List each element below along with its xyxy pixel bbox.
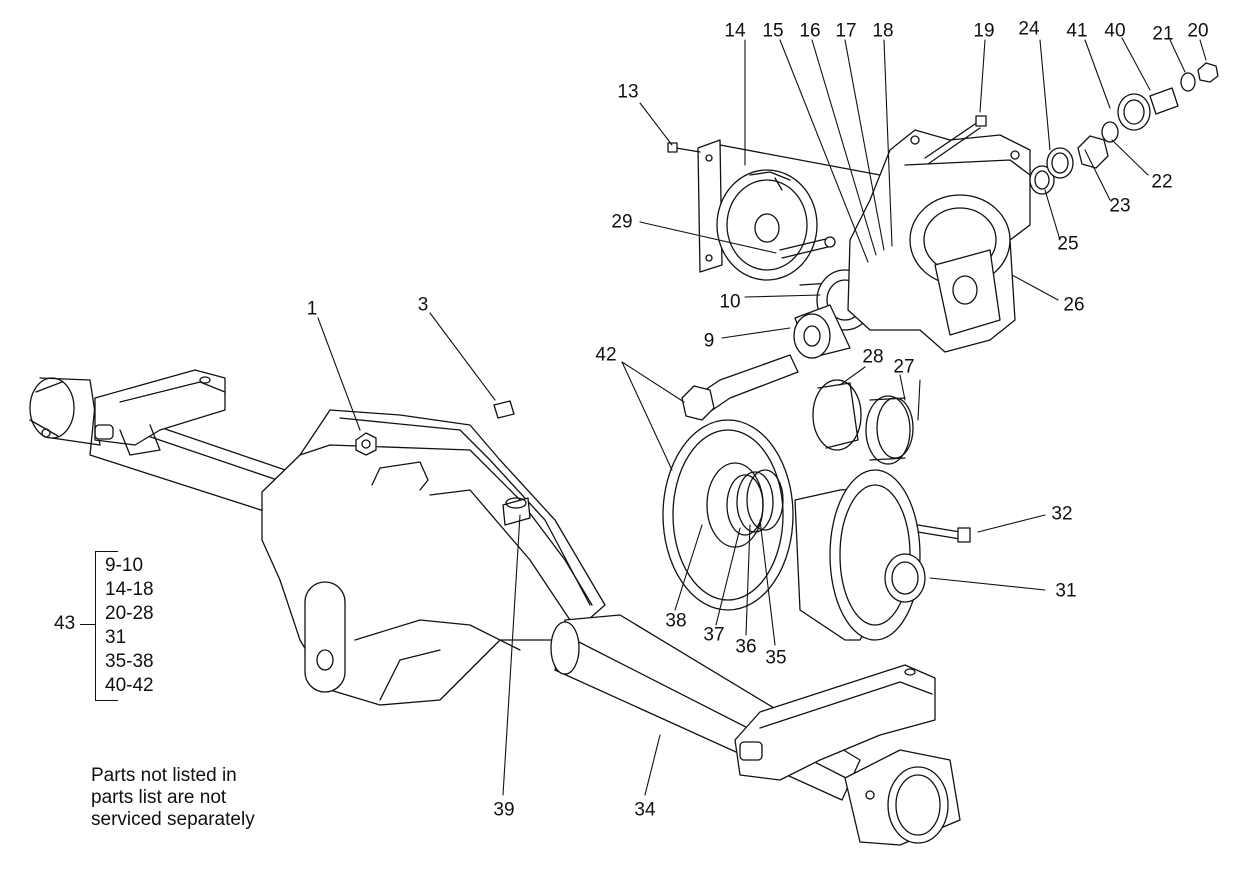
callout-22: 22 [1151, 171, 1173, 193]
kit-item: 14-18 [105, 579, 154, 600]
callout-19: 19 [973, 20, 995, 42]
carrier-assembly [667, 62, 1219, 465]
callout-42: 42 [595, 344, 617, 366]
callout-15: 15 [762, 20, 784, 42]
callout-28: 28 [862, 346, 884, 368]
callout-17: 17 [835, 20, 857, 42]
kit-contents-list: 9-10 14-18 20-28 31 35-38 40-42 [105, 554, 154, 698]
kit-item: 20-28 [105, 603, 154, 624]
leader-lines [317, 37, 1207, 796]
kit-item: 35-38 [105, 651, 154, 672]
kit-bracket-tick [80, 624, 95, 625]
callout-13: 13 [617, 81, 639, 103]
kit-item: 40-42 [105, 675, 154, 696]
callout-18: 18 [872, 20, 894, 42]
callout-36: 36 [735, 636, 757, 658]
callout-40: 40 [1104, 20, 1126, 42]
callout-21: 21 [1152, 23, 1174, 45]
callout-34: 34 [634, 799, 656, 821]
kit-number: 43 [54, 613, 76, 634]
callout-25: 25 [1057, 233, 1079, 255]
callout-1: 1 [306, 298, 318, 320]
service-note-line: serviced separately [91, 809, 255, 830]
kit-item: 9-10 [105, 555, 144, 576]
callout-9: 9 [703, 330, 715, 352]
callout-35: 35 [765, 647, 787, 669]
callout-23: 23 [1109, 195, 1131, 217]
callout-39: 39 [493, 799, 515, 821]
callout-27: 27 [893, 356, 915, 378]
service-note-line: parts list are not [91, 787, 227, 808]
kit-item: 31 [105, 627, 127, 648]
callout-24: 24 [1018, 18, 1040, 40]
callout-14: 14 [724, 20, 746, 42]
callout-32: 32 [1051, 503, 1073, 525]
callout-38: 38 [665, 610, 687, 632]
callout-41: 41 [1066, 20, 1088, 42]
service-note: Parts not listed in parts list are not s… [91, 765, 311, 831]
callout-20: 20 [1187, 20, 1209, 42]
service-note-line: Parts not listed in [91, 765, 237, 786]
callout-16: 16 [799, 20, 821, 42]
axle-housing [29, 369, 961, 846]
callout-37: 37 [703, 624, 725, 646]
callout-3: 3 [417, 294, 429, 316]
callout-31: 31 [1055, 580, 1077, 602]
differential-assembly [662, 419, 971, 641]
callout-26: 26 [1063, 294, 1085, 316]
callout-29: 29 [611, 211, 633, 233]
callout-10: 10 [719, 291, 741, 313]
kit-bracket [95, 551, 118, 701]
